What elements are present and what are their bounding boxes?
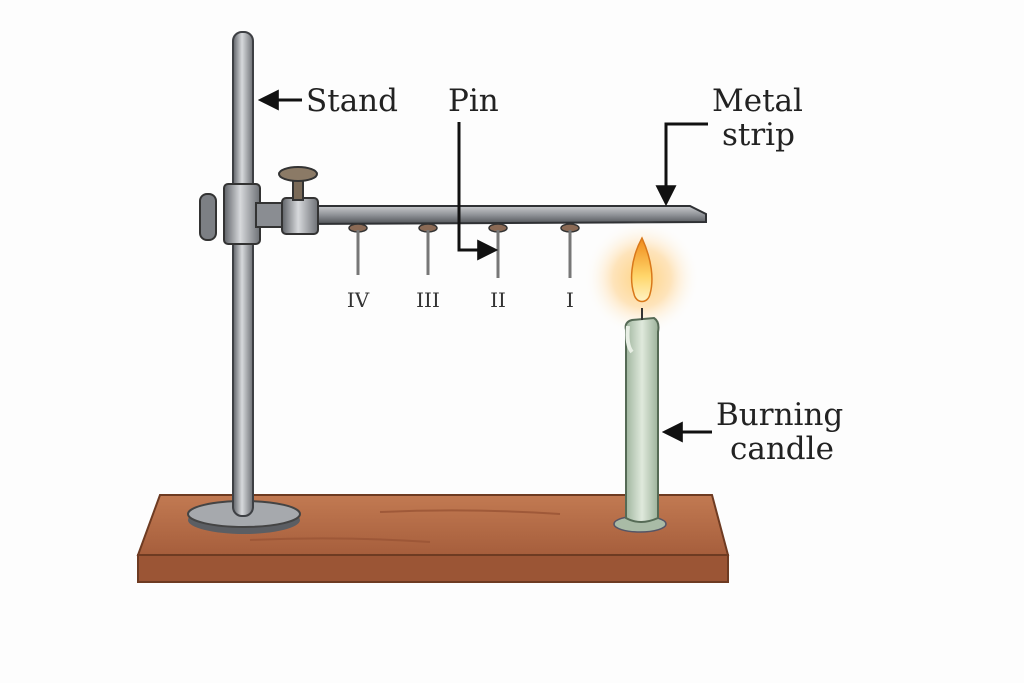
label-pin: Pin xyxy=(448,83,499,119)
leader-lines xyxy=(257,89,712,443)
label-metal-strip-line1: Metal xyxy=(712,83,803,119)
flame-icon xyxy=(630,236,653,303)
pin-iii xyxy=(418,223,438,275)
pin-i xyxy=(560,223,580,278)
metal-strip-arrow xyxy=(655,122,708,207)
pin-label-iv: IV xyxy=(346,288,370,312)
label-stand: Stand xyxy=(306,83,398,119)
pin-label-iii: III xyxy=(416,288,440,312)
pin-iv xyxy=(348,223,368,275)
label-burning-candle-line1: Burning xyxy=(716,397,844,433)
candle xyxy=(584,220,700,533)
pin-label-ii: II xyxy=(490,288,506,312)
stand-rod xyxy=(232,31,254,517)
clamp xyxy=(199,166,319,245)
pins xyxy=(348,223,580,278)
pin-label-i: I xyxy=(566,288,574,312)
label-metal-strip-line2: strip xyxy=(722,117,795,153)
label-burning-candle-line2: candle xyxy=(730,431,834,467)
pin-arrow xyxy=(457,122,499,261)
